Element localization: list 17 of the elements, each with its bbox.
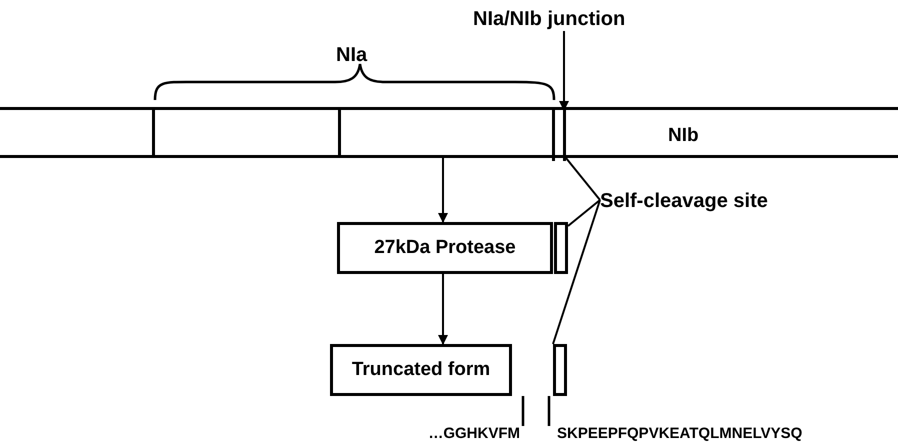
junction-box <box>552 110 566 161</box>
region-label: NIb <box>668 125 699 147</box>
leader-line <box>552 200 601 344</box>
arrow <box>438 158 448 223</box>
sequence-text: SKPEEPFQPVKEATQLMNELVYSQ <box>557 425 802 442</box>
arrow <box>438 274 448 345</box>
cleavage-site-box <box>554 222 568 274</box>
cleavage-site-box <box>553 344 567 396</box>
leader-line <box>565 157 601 201</box>
truncated-form-box: Truncated form <box>330 344 512 396</box>
protease-box: 27kDa Protease <box>337 222 553 274</box>
junction-label: NIa/NIb junction <box>473 8 626 31</box>
cleavage-site-label: Self-cleavage site <box>600 190 768 213</box>
polyprotein-band <box>0 107 898 158</box>
sequence-text: …GGHKVFM <box>428 425 520 442</box>
region-label: NIa <box>336 44 368 67</box>
leader-line <box>567 199 601 227</box>
